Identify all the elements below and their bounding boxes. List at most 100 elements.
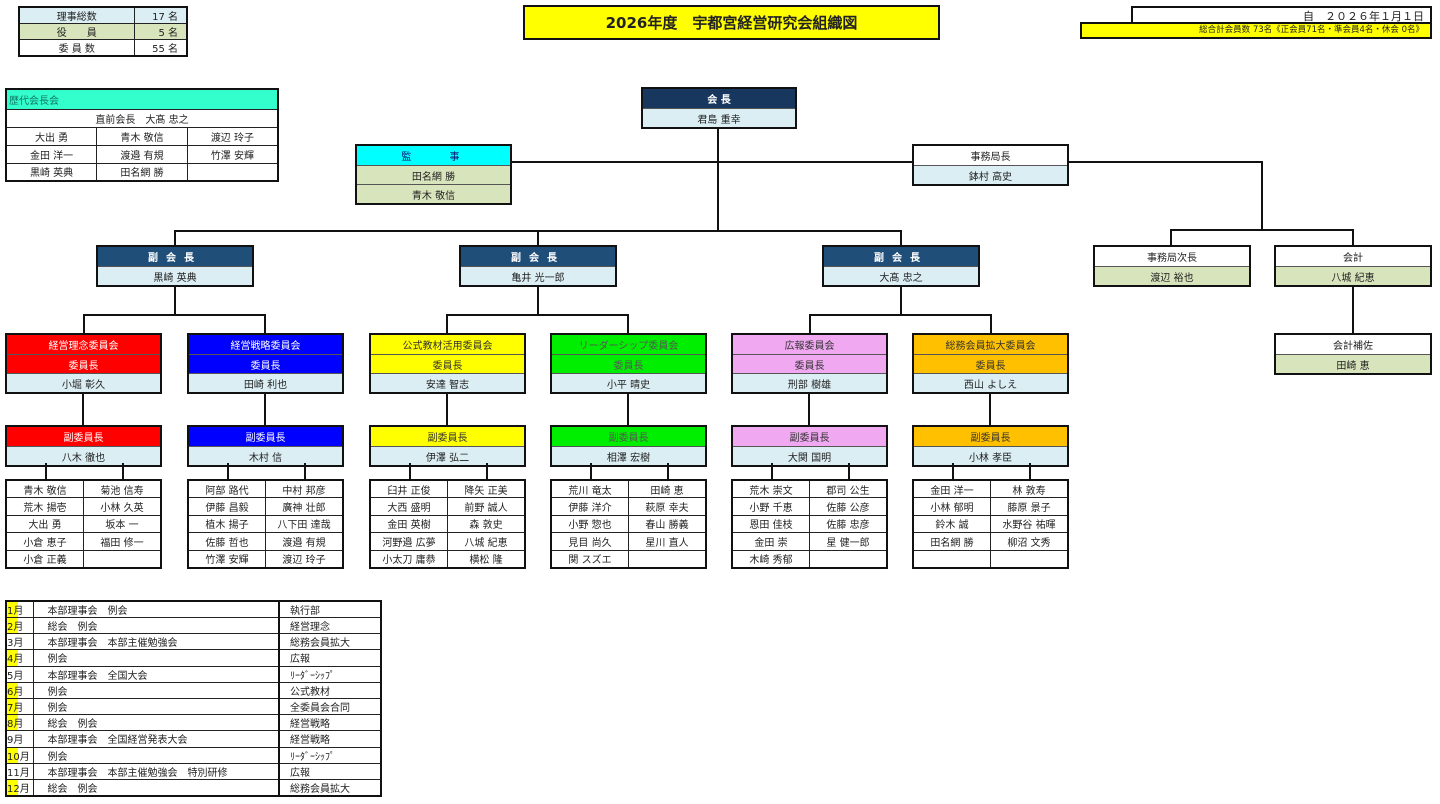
- connector-line: [808, 393, 810, 425]
- member-row: 河野邉 広夢八城 紀恵: [369, 532, 526, 551]
- previous-row: 直前会長 大髙 忠之: [5, 108, 279, 128]
- past-president-name: 大出 勇: [5, 126, 98, 146]
- vice-president-name: 大髙 忠之: [824, 266, 978, 285]
- connector-line: [174, 230, 176, 245]
- vice-chair-name: 小林 孝臣: [914, 446, 1067, 465]
- chair-label: 委員長: [7, 354, 160, 373]
- schedule-month: 7月: [5, 697, 34, 716]
- member-name: 萩原 幸夫: [628, 497, 707, 516]
- member-name: 小林 郁明: [912, 497, 991, 516]
- member-row: 小野 惣也春山 勝義: [550, 514, 707, 533]
- past-president-name: [186, 162, 279, 182]
- committee-members-table: 荒川 竜太田崎 恵伊藤 洋介萩原 幸夫小野 惣也春山 勝義見目 尚久星川 直人関…: [550, 479, 707, 569]
- schedule-committee: 総務会員拡大: [278, 633, 382, 651]
- connector-line: [511, 161, 1263, 163]
- vice-president-title: 副会長: [461, 247, 615, 266]
- names-row: 大出 勇青木 敬信渡辺 玲子: [5, 126, 279, 146]
- member-name: 小野 千恵: [731, 497, 810, 516]
- member-name: 佐藤 哲也: [187, 532, 266, 551]
- member-name: [628, 549, 707, 568]
- connector-line: [1029, 463, 1031, 479]
- previous-president: 直前会長 大髙 忠之: [5, 108, 279, 128]
- connector-line: [809, 314, 992, 316]
- member-name: 木崎 秀郁: [731, 549, 810, 568]
- connector-line: [82, 393, 84, 425]
- auditor-title: 監 事: [357, 146, 510, 165]
- member-row: 木崎 秀郁: [731, 549, 888, 568]
- stats-value: 17 名: [133, 6, 188, 24]
- chair-name: 田崎 利也: [189, 373, 342, 392]
- vice-chair-label: 副委員長: [914, 427, 1067, 446]
- schedule-row: 12月総会 例会総務会員拡大: [5, 778, 382, 797]
- member-row: 青木 敬信菊池 信寿: [5, 479, 162, 498]
- member-row: 小倉 恵子福田 修一: [5, 532, 162, 551]
- vice-chair-box: 副委員長伊澤 弘二: [369, 425, 526, 467]
- member-name: 伊藤 洋介: [550, 497, 629, 516]
- member-name: 小林 久英: [83, 497, 162, 516]
- schedule-row: 5月本部理事会 全国大会ﾘｰﾀﾞｰｼｯﾌﾟ: [5, 665, 382, 683]
- connector-line: [990, 314, 992, 333]
- schedule-row: 9月本部理事会 全国経営発表大会経営戦略: [5, 730, 382, 748]
- schedule-row: 2月総会 例会経営理念: [5, 616, 382, 635]
- assistant-accountant-box: 会計補佐田崎 恵: [1274, 333, 1432, 375]
- past-president-name: 渡邉 有規: [96, 144, 188, 164]
- connector-line: [989, 393, 991, 425]
- past-president-name: 竹澤 安輝: [186, 144, 279, 164]
- connector-line: [717, 127, 719, 232]
- deputy-secretary-title: 事務局次長: [1147, 253, 1197, 264]
- schedule-event: 総会 例会: [32, 778, 280, 797]
- member-row: 金田 洋一林 敦寿: [912, 479, 1069, 498]
- schedule-month: 11月: [5, 762, 34, 780]
- committee-box: 総務会員拡大委員会委員長西山 よしえ: [912, 333, 1069, 394]
- schedule-row: 11月本部理事会 本部主催勉強会 特別研修広報: [5, 762, 382, 780]
- member-name: 星川 直人: [628, 532, 707, 551]
- member-name: [990, 549, 1069, 568]
- committee-box: 公式教材活用委員会委員長安達 智志: [369, 333, 526, 394]
- connector-line: [900, 285, 902, 315]
- member-row: 荒木 揚壱小林 久英: [5, 497, 162, 516]
- connector-line: [409, 463, 411, 479]
- chair-name: 西山 よしえ: [914, 373, 1067, 392]
- chair-label: 委員長: [189, 354, 342, 373]
- member-name: 佐藤 忠彦: [809, 514, 888, 533]
- vice-president-box: 副会長黒崎 英典: [96, 245, 254, 287]
- connector-line: [1170, 229, 1172, 245]
- member-name: [912, 549, 991, 568]
- schedule-committee: 総務会員拡大: [278, 778, 382, 797]
- schedule-row: 10月例会ﾘｰﾀﾞｰｼｯﾌﾟ: [5, 746, 382, 764]
- member-row: 伊藤 昌毅廣神 壮郎: [187, 497, 344, 516]
- schedule-row: 6月例会公式教材: [5, 681, 382, 699]
- schedule-committee: 公式教材: [278, 681, 382, 699]
- committee-box: 経営戦略委員会委員長田崎 利也: [187, 333, 344, 394]
- member-row: 関 スズエ: [550, 549, 707, 568]
- member-name: 金田 英樹: [369, 514, 448, 533]
- committee-name: 公式教材活用委員会: [371, 335, 524, 354]
- member-name: 水野谷 祐暉: [990, 514, 1069, 533]
- chair-label: 委員長: [914, 354, 1067, 373]
- committee-name: 総務会員拡大委員会: [914, 335, 1067, 354]
- member-name: 福田 修一: [83, 532, 162, 551]
- member-name: 春山 勝義: [628, 514, 707, 533]
- auditor-name: 青木 敬信: [357, 184, 510, 203]
- member-row: 大出 勇坂本 一: [5, 514, 162, 533]
- member-row: 金田 英樹森 敦史: [369, 514, 526, 533]
- schedule-month: 8月: [5, 714, 34, 732]
- member-name: 前野 誠人: [447, 497, 526, 516]
- connector-line: [122, 463, 124, 479]
- member-name: 河野邉 広夢: [369, 532, 448, 551]
- stats-value: 5 名: [133, 23, 188, 40]
- member-row: 小太刀 庸恭横松 隆: [369, 549, 526, 568]
- vice-president-box: 副会長大髙 忠之: [822, 245, 980, 287]
- connector-line: [45, 463, 47, 479]
- vice-president-title: 副会長: [98, 247, 252, 266]
- stats-label: 役 員: [18, 23, 135, 40]
- schedule-month: 3月: [5, 633, 34, 651]
- chair-name: 小堀 彰久: [7, 373, 160, 392]
- schedule-event: 本部理事会 全国経営発表大会: [32, 730, 280, 748]
- committee-box: 経営理念委員会委員長小堀 彰久: [5, 333, 162, 394]
- past-president-name: 金田 洋一: [5, 144, 98, 164]
- member-name: 田名網 勝: [912, 532, 991, 551]
- member-row: 小林 郁明藤原 景子: [912, 497, 1069, 516]
